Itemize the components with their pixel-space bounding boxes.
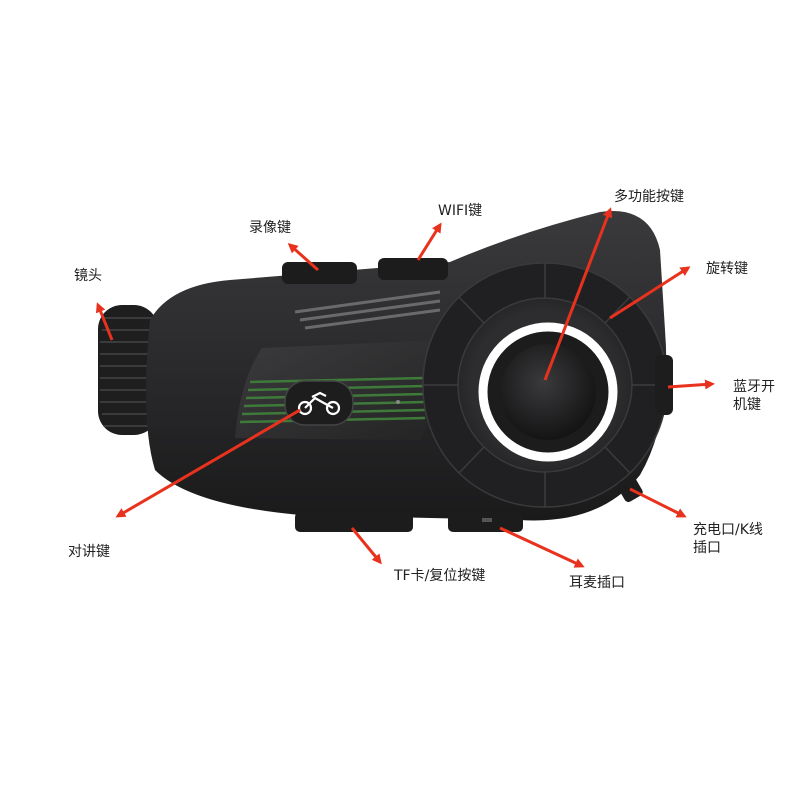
label-rotate-button: 旋转键 — [706, 261, 748, 277]
intercom-button — [284, 380, 354, 426]
label-intercom-button: 对讲键 — [68, 544, 110, 560]
arrow-wifi — [416, 222, 442, 261]
motorcycle-icon — [297, 391, 341, 416]
arrow-lens — [95, 302, 114, 341]
arrow-record — [287, 243, 319, 272]
wifi-button — [378, 258, 448, 280]
label-wifi-button: WIFI键 — [438, 203, 483, 219]
lens — [98, 305, 158, 435]
arrow-charge — [629, 487, 687, 518]
tf-reset-button — [295, 512, 413, 532]
arrow-intercom — [115, 408, 301, 518]
arrow-tf — [350, 527, 382, 565]
label-lens: 镜头 — [74, 268, 102, 284]
label-tf-reset-button: TF卡/复位按键 — [394, 568, 486, 584]
top-stripes — [294, 290, 441, 330]
label-bluetooth-power-button: 蓝牙开机键 — [733, 379, 775, 413]
label-earphone-jack: 耳麦插口 — [569, 575, 625, 591]
label-charge-port: 充电口/K线插口 — [693, 522, 763, 556]
label-multi-function-button: 多功能按键 — [614, 189, 684, 205]
arrow-multi — [543, 207, 613, 381]
label-record-button: 录像键 — [249, 220, 291, 236]
multi-function-knob — [500, 344, 596, 440]
indicator-dot — [396, 400, 400, 404]
arrow-ear — [499, 526, 585, 568]
arrow-bt — [667, 379, 715, 390]
record-button — [282, 262, 357, 284]
arrow-rotate — [609, 266, 691, 320]
callout-arrows — [95, 207, 715, 568]
bluetooth-power-button — [655, 355, 673, 415]
